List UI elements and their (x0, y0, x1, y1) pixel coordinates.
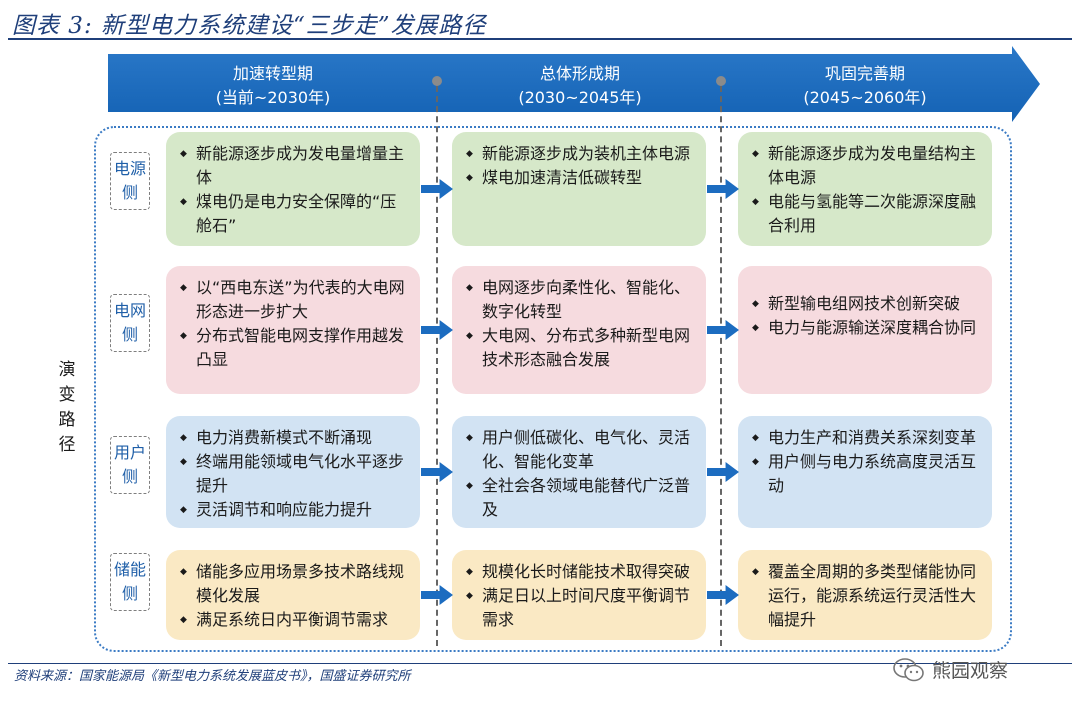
bullet-item: 电力与能源输送深度耦合协同 (752, 316, 980, 340)
phase-2: 总体形成期 (2030~2045年) (438, 62, 722, 110)
row-label-user: 用户侧 (110, 436, 150, 494)
watermark-text: 熊园观察 (932, 660, 1009, 682)
phase-divider-line-2 (720, 86, 722, 646)
bullet-item: 电力生产和消费关系深刻变革 (752, 426, 980, 450)
bullet-item: 分布式智能电网支撑作用越发凸显 (180, 324, 408, 372)
cell-generation-phase-2: 新能源逐步成为装机主体电源 煤电加速清洁低碳转型 (452, 132, 706, 246)
bullet-item: 电能与氢能等二次能源深度融合利用 (752, 190, 980, 238)
bullet-item: 终端用能领域电气化水平逐步提升 (180, 450, 408, 498)
phase-divider-pin-1 (432, 76, 442, 86)
bullet-item: 满足系统日内平衡调节需求 (180, 608, 408, 632)
phase-2-name: 总体形成期 (539, 64, 620, 83)
cell-generation-phase-3: 新能源逐步成为发电量结构主体电源 电能与氢能等二次能源深度融合利用 (738, 132, 992, 246)
phase-3: 巩固完善期 (2045~2060年) (722, 62, 1008, 110)
row-label-grid: 电网侧 (110, 294, 150, 352)
cell-grid-phase-3: 新型输电组网技术创新突破 电力与能源输送深度耦合协同 (738, 266, 992, 394)
bullet-item: 电网逐步向柔性化、智能化、数字化转型 (466, 276, 694, 324)
bullet-item: 灵活调节和响应能力提升 (180, 498, 408, 522)
bullet-item: 用户侧与电力系统高度灵活互动 (752, 450, 980, 498)
watermark: 熊园观察 (892, 656, 1008, 683)
bullet-item: 满足日以上时间尺度平衡调节需求 (466, 584, 694, 632)
bullet-item: 以“西电东送”为代表的大电网形态进一步扩大 (180, 276, 408, 324)
cell-storage-phase-1: 储能多应用场景多技术路线规模化发展 满足系统日内平衡调节需求 (166, 550, 420, 640)
evolution-label: 演变路径 (58, 360, 76, 455)
cell-storage-phase-2: 规模化长时储能技术取得突破 满足日以上时间尺度平衡调节需求 (452, 550, 706, 640)
bullet-item: 新能源逐步成为发电量结构主体电源 (752, 142, 980, 190)
pathway-frame (94, 126, 1012, 652)
phase-3-name: 巩固完善期 (824, 64, 905, 83)
row-label-generation: 电源侧 (110, 152, 150, 210)
cell-generation-phase-1: 新能源逐步成为发电量增量主体 煤电仍是电力安全保障的“压舱石” (166, 132, 420, 246)
bullet-item: 储能多应用场景多技术路线规模化发展 (180, 560, 408, 608)
phase-1-range: (当前~2030年) (215, 88, 331, 107)
bullet-item: 规模化长时储能技术取得突破 (466, 560, 694, 584)
cell-grid-phase-2: 电网逐步向柔性化、智能化、数字化转型 大电网、分布式多种新型电网技术形态融合发展 (452, 266, 706, 394)
footer-rule (8, 663, 1072, 664)
phase-3-range: (2045~2060年) (803, 88, 927, 107)
bullet-item: 电力消费新模式不断涌现 (180, 426, 408, 450)
bullet-item: 新能源逐步成为发电量增量主体 (180, 142, 408, 190)
cell-user-phase-2: 用户侧低碳化、电气化、灵活化、智能化变革 全社会各领域电能替代广泛普及 (452, 416, 706, 528)
phase-divider-line-1 (436, 86, 438, 646)
cell-user-phase-3: 电力生产和消费关系深刻变革 用户侧与电力系统高度灵活互动 (738, 416, 992, 528)
bullet-item: 全社会各领域电能替代广泛普及 (466, 474, 694, 522)
cell-grid-phase-1: 以“西电东送”为代表的大电网形态进一步扩大 分布式智能电网支撑作用越发凸显 (166, 266, 420, 394)
phase-1: 加速转型期 (当前~2030年) (108, 62, 438, 110)
bullet-item: 大电网、分布式多种新型电网技术形态融合发展 (466, 324, 694, 372)
bullet-item: 新能源逐步成为装机主体电源 (466, 142, 694, 166)
title-rule (8, 38, 1072, 40)
bullet-item: 用户侧低碳化、电气化、灵活化、智能化变革 (466, 426, 694, 474)
cell-storage-phase-3: 覆盖全周期的多类型储能协同运行，能源系统运行灵活性大幅提升 (738, 550, 992, 640)
timeline-arrow (108, 46, 1040, 122)
phase-2-range: (2030~2045年) (518, 88, 642, 107)
wechat-icon (892, 657, 926, 683)
phase-divider-pin-2 (716, 76, 726, 86)
source-note: 资料来源：国家能源局《新型电力系统发展蓝皮书》，国盛证券研究所 (14, 669, 411, 684)
bullet-item: 新型输电组网技术创新突破 (752, 292, 980, 316)
row-label-storage: 储能侧 (110, 553, 150, 611)
bullet-item: 煤电加速清洁低碳转型 (466, 166, 694, 190)
bullet-item: 煤电仍是电力安全保障的“压舱石” (180, 190, 408, 238)
figure-title: 图表 3: 新型电力系统建设“三步走”发展路径 (12, 13, 487, 39)
bullet-item: 覆盖全周期的多类型储能协同运行，能源系统运行灵活性大幅提升 (752, 560, 980, 632)
phase-1-name: 加速转型期 (232, 64, 313, 83)
cell-user-phase-1: 电力消费新模式不断涌现 终端用能领域电气化水平逐步提升 灵活调节和响应能力提升 (166, 416, 420, 528)
